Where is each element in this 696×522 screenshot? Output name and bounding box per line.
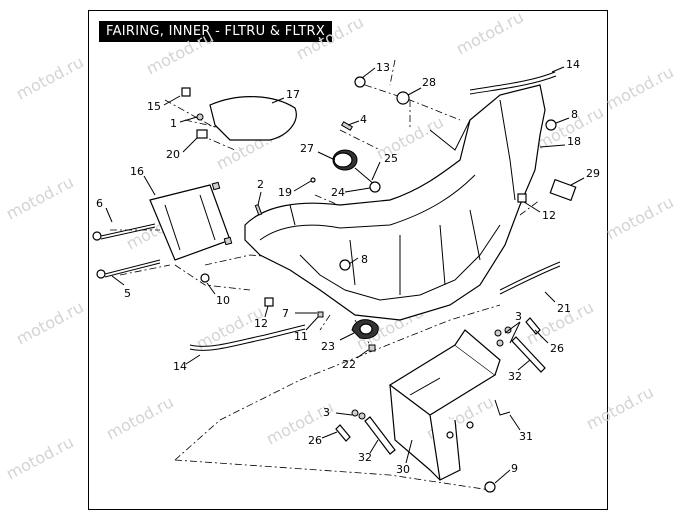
connector-part-3b [351,409,359,417]
callout-25: 25 [384,152,398,165]
diagram-title: FAIRING, INNER - FLTRU & FLTRX [99,21,333,42]
callout-32-right: 32 [508,370,522,383]
callout-8-mid: 8 [361,253,368,266]
screw-part-10 [200,273,210,283]
screw-part-1 [196,113,204,121]
callout-2: 2 [257,178,264,191]
callout-11: 11 [294,330,308,343]
callout-14-bottom: 14 [173,360,187,373]
grommet-part-20 [196,129,208,139]
screw-part-11 [317,311,324,318]
screw-part-5 [96,259,161,279]
callout-18: 18 [567,135,581,148]
pin-part-2 [254,203,263,216]
callout-4: 4 [360,113,367,126]
cable-part-21 [499,261,561,291]
watermark: motod.ru [103,392,177,443]
fastener-parts [181,76,577,493]
callout-32-left: 32 [358,451,372,464]
bezel-part-23 [351,319,379,339]
clip-part-4 [340,121,354,131]
clip-part-12a [517,193,527,203]
callout-26-left: 26 [308,434,322,447]
callout-27: 27 [300,142,314,155]
clip-part-12b [264,297,274,307]
watermark: motod.ru [583,382,657,433]
nut-part-8a [545,119,557,131]
wire-part-26b [335,424,351,442]
callout-19: 19 [278,186,292,199]
connector-part-24 [369,181,381,193]
rod-part-32b [364,416,396,455]
callout-12-left: 12 [254,317,268,330]
callout-30: 30 [396,463,410,476]
nut-part-8b [339,259,351,271]
callout-13: 13 [376,61,390,74]
watermark: motod.ru [603,192,677,243]
gauge-part-27 [332,149,381,193]
bracket-part-16 [149,181,233,261]
callout-9: 9 [511,462,518,475]
callout-24: 24 [331,186,345,199]
callout-7: 7 [282,307,289,320]
watermark: motod.ru [143,27,217,78]
watermark: motod.ru [263,397,337,448]
callout-3-right: 3 [515,310,522,323]
assembly-lines [110,59,541,491]
clip-part-15 [181,87,191,97]
screw-part-19 [310,177,316,183]
callout-1: 1 [170,117,177,130]
callout-16: 16 [130,165,144,178]
callout-17: 17 [286,88,300,101]
leader-lines [105,66,585,484]
screw-part-6 [92,223,156,241]
callout-31: 31 [519,430,533,443]
connector-part-3a [494,329,502,337]
cover-part-17 [209,96,297,141]
watermark: motod.ru [3,432,77,483]
callout-28: 28 [422,76,436,89]
callout-29: 29 [586,167,600,180]
callout-10: 10 [216,294,230,307]
watermark: motod.ru [603,62,677,113]
nut-part-13 [354,76,366,88]
grommet-part-28 [396,91,410,105]
callout-12-right: 12 [542,209,556,222]
callout-26-right: 26 [550,342,564,355]
rod-part-32a [511,336,546,373]
mount-bracket-part-30 [388,329,501,481]
inner-fairing-part-18 [244,84,546,321]
callout-21: 21 [557,302,571,315]
callout-20: 20 [166,148,180,161]
watermark: motod.ru [293,12,367,63]
wire-part-26a [525,317,541,335]
callout-8-top: 8 [571,108,578,121]
callout-6: 6 [96,197,103,210]
switch-part-29 [549,178,577,202]
callout-5: 5 [124,287,131,300]
wire-part-31 [494,399,511,416]
callout-labels: 15 1 20 17 2 19 13 28 4 27 25 24 14 8 18… [96,58,600,476]
watermark: motod.ru [13,297,87,348]
callout-23: 23 [321,340,335,353]
cable-part-14a [469,71,556,91]
screw-part-22 [368,344,376,352]
watermark: motod.ru [13,52,87,103]
nut-part-9 [484,481,496,493]
callout-15: 15 [147,100,161,113]
callout-3-left: 3 [323,406,330,419]
callout-14-top: 14 [566,58,580,71]
callout-22: 22 [342,358,356,371]
cable-part-14b [189,324,306,347]
watermark: motod.ru [453,7,527,58]
watermark: motod.ru [3,172,77,223]
